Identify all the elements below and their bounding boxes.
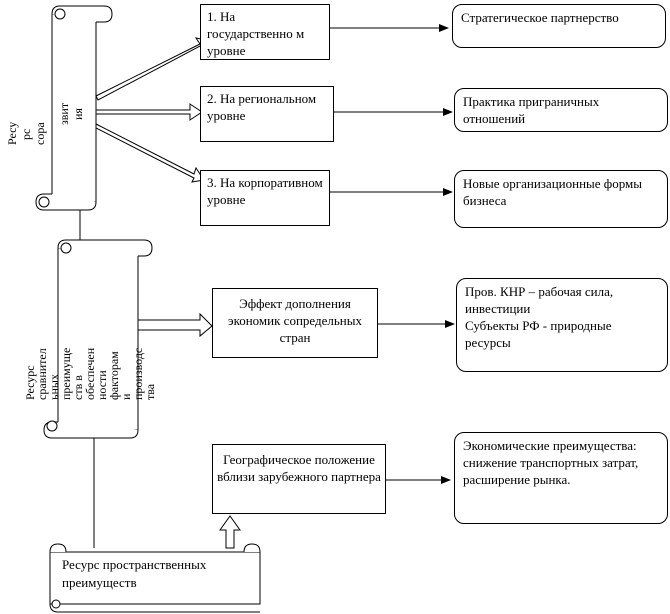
geo-label: Географическое положение вблизи зарубежн… bbox=[217, 452, 381, 484]
hollow-arrow-level-1 bbox=[95, 37, 207, 101]
level-1-label: 1. На государственно м уровне bbox=[207, 9, 305, 58]
hollow-arrow-level-2 bbox=[95, 103, 203, 121]
scroll-1-label: Ресу bbox=[5, 121, 19, 145]
geo-box: Географическое положение вблизи зарубежн… bbox=[212, 444, 386, 514]
result-box-1: Стратегическое партнерство bbox=[452, 4, 666, 48]
effect-label: Эффект дополнения экономик сопредельных … bbox=[227, 296, 362, 345]
effect-box: Эффект дополнения экономик сопредельных … bbox=[212, 288, 378, 358]
hollow-arrow-level-3 bbox=[95, 123, 205, 183]
scroll-1-label-5: ия bbox=[71, 108, 85, 120]
scroll-2-label-line: тва bbox=[143, 383, 157, 400]
scroll-1-label-4: звит bbox=[57, 102, 71, 125]
level-3-label: 3. На корпоративном уровне bbox=[207, 175, 323, 207]
hollow-arrow-geo bbox=[219, 515, 241, 549]
result-box-3: Новые организационные формы бизнеса bbox=[454, 170, 668, 228]
scroll-2-shape bbox=[43, 239, 153, 439]
effect-result-line-1: Пров. КНР – рабочая сила, инвестиции bbox=[465, 284, 614, 316]
geo-result-label: Экономические преимущества: снижение тра… bbox=[463, 438, 639, 487]
result-1-label: Стратегическое партнерство bbox=[461, 10, 619, 25]
result-2-label: Практика приграничных отношений bbox=[463, 94, 600, 126]
level-box-1: 1. На государственно м уровне bbox=[200, 4, 330, 60]
scroll-1-shape bbox=[35, 5, 113, 211]
level-box-2: 2. На региональном уровне bbox=[200, 86, 334, 142]
geo-result-box: Экономические преимущества: снижение тра… bbox=[454, 432, 668, 524]
scroll-3-label: Ресурс пространственных преимуществ bbox=[62, 557, 207, 590]
result-box-2: Практика приграничных отношений bbox=[454, 88, 668, 132]
scroll-2-label-line: факторам bbox=[107, 351, 121, 400]
hollow-arrow-effect bbox=[137, 312, 213, 338]
scroll-1-label-2: рс bbox=[19, 128, 33, 140]
scroll-1-label-3: сора bbox=[33, 122, 47, 145]
scroll-3-shape bbox=[49, 543, 261, 613]
result-3-label: Новые организационные формы бизнеса bbox=[463, 176, 642, 208]
level-box-3: 3. На корпоративном уровне bbox=[200, 170, 330, 226]
effect-result-line-2: Субъекты РФ - природные ресурсы bbox=[465, 318, 612, 350]
effect-result-box: Пров. КНР – рабочая сила, инвестиции Суб… bbox=[456, 278, 668, 372]
level-2-label: 2. На региональном уровне bbox=[207, 91, 317, 123]
